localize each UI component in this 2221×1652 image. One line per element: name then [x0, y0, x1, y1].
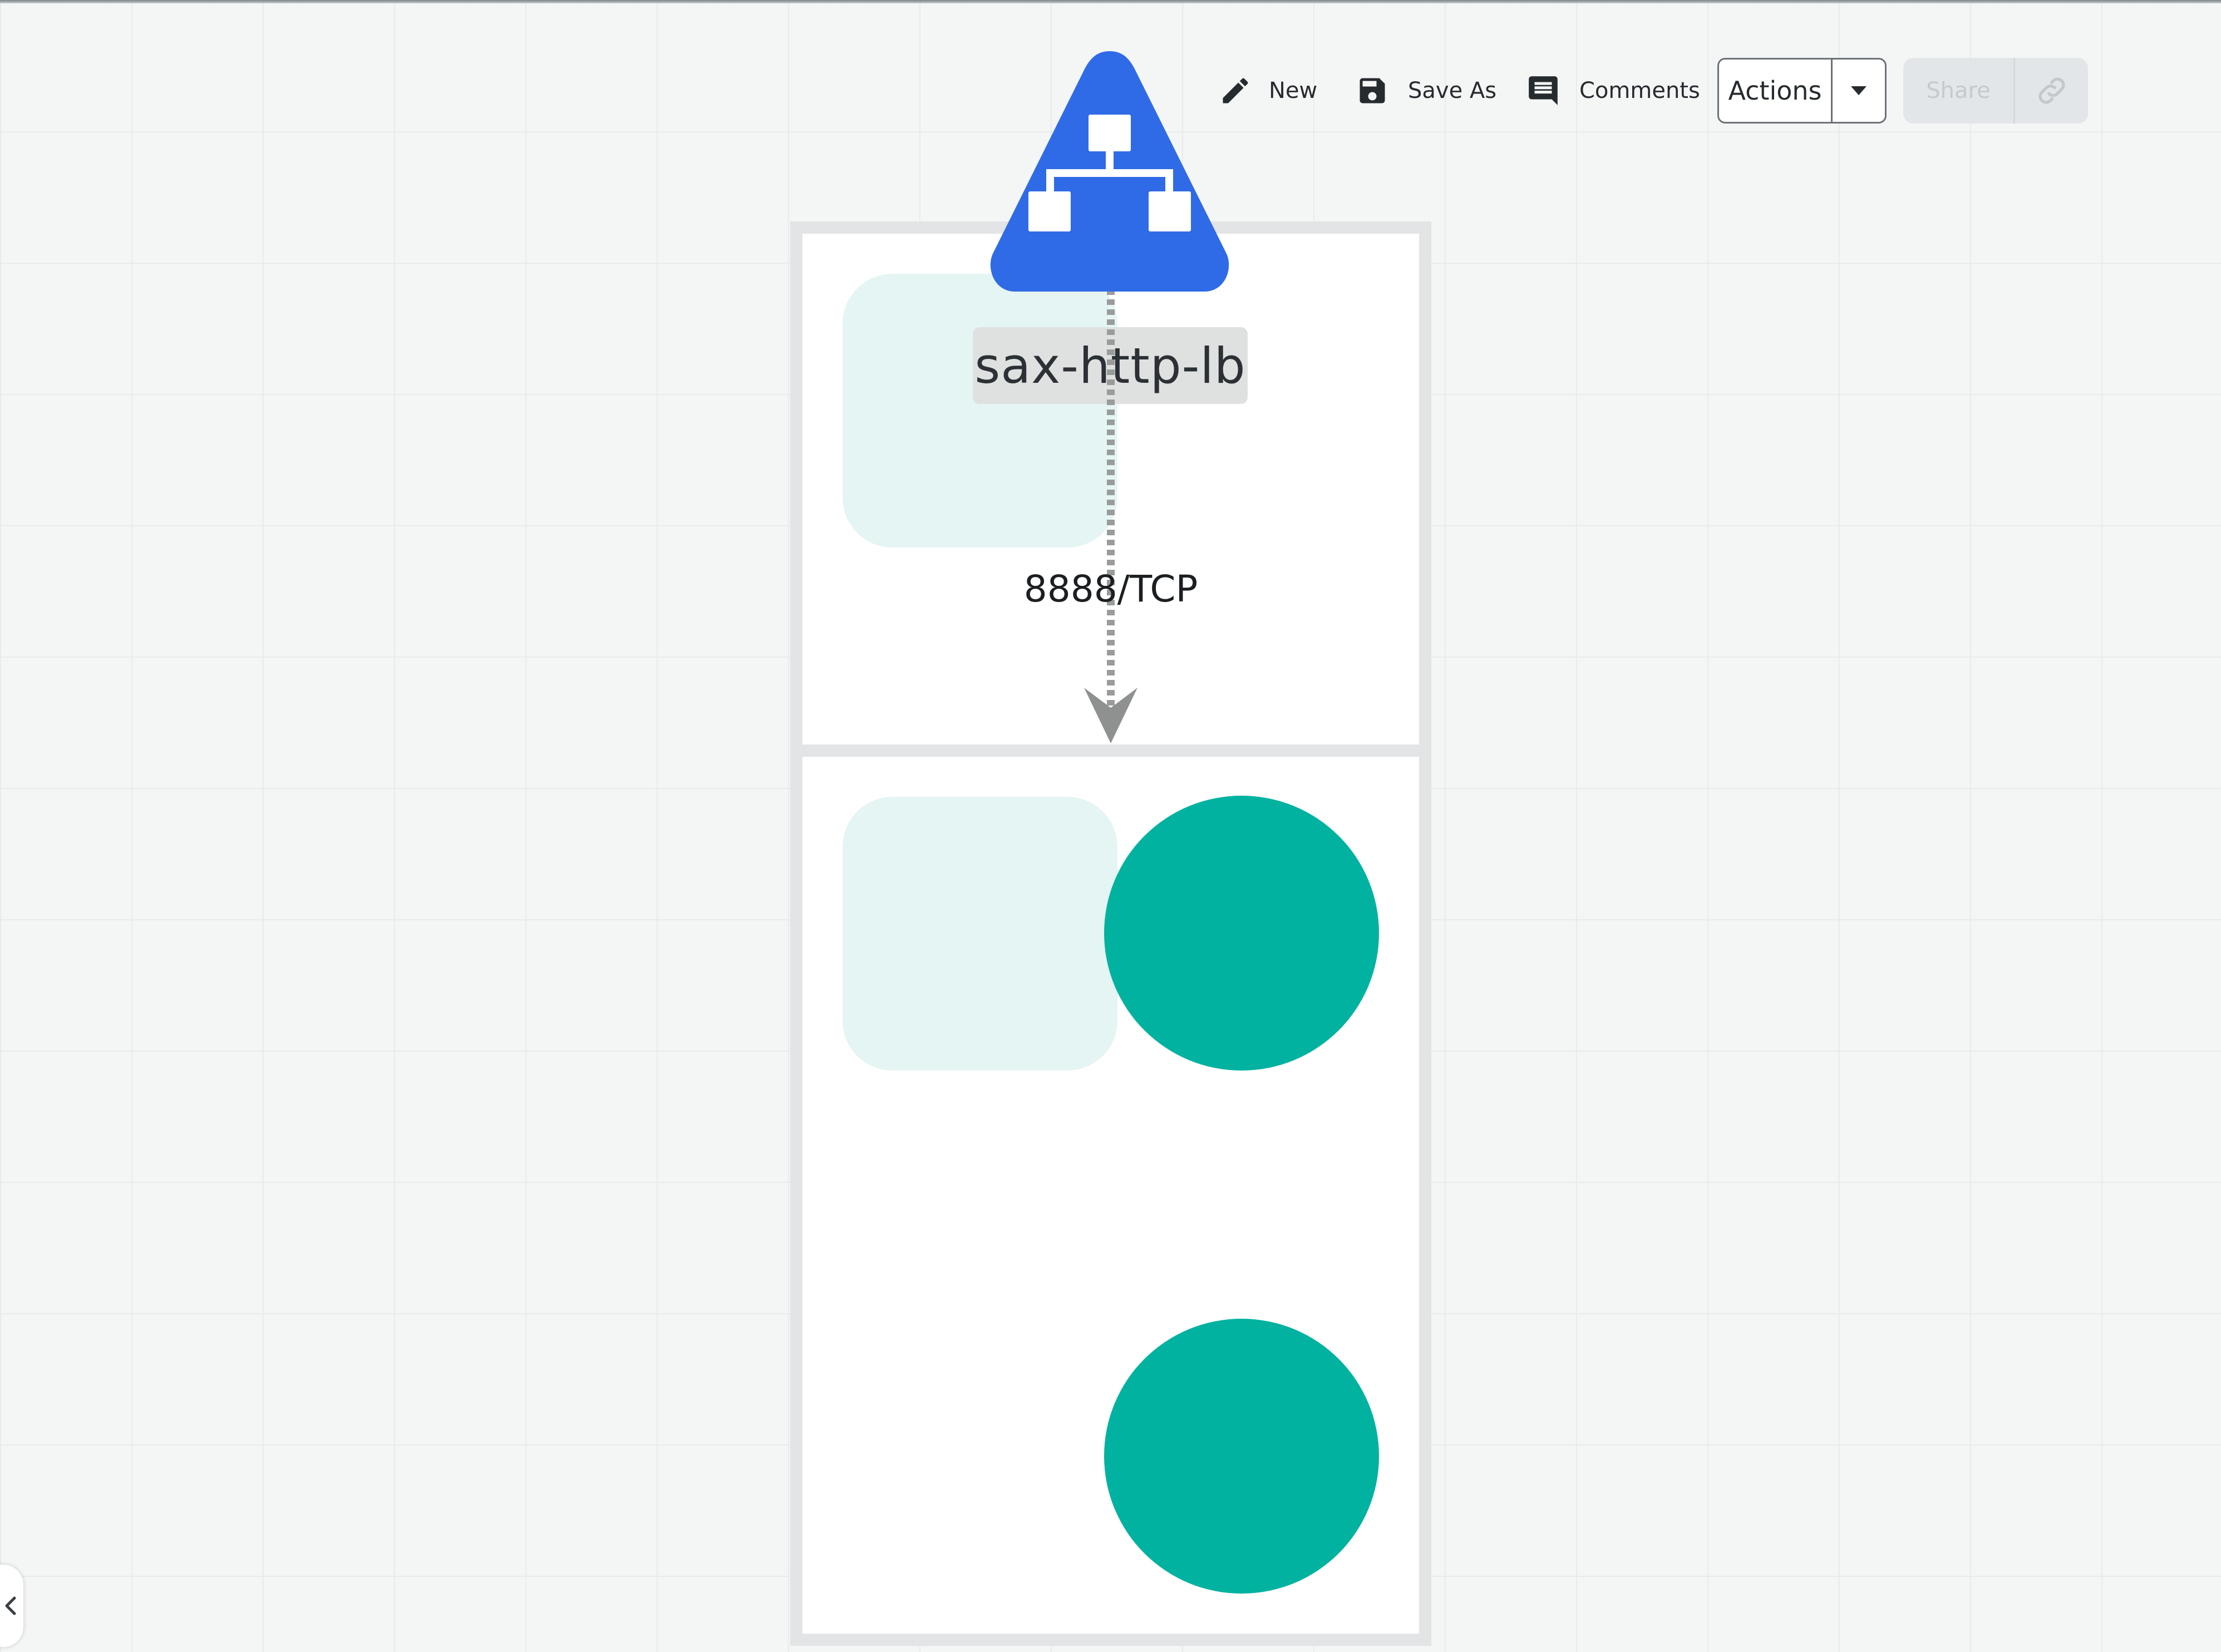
share-button[interactable]: Share — [1903, 58, 2015, 124]
comment-icon — [1529, 76, 1558, 105]
save-as-button-label: Save As — [1408, 78, 1497, 103]
new-button-label: New — [1269, 78, 1318, 103]
network-hierarchy-icon — [1028, 115, 1191, 231]
node-group-bottom[interactable] — [843, 797, 1117, 1071]
copy-link-button[interactable] — [2015, 58, 2088, 124]
chevron-left-icon — [5, 1596, 16, 1615]
new-button[interactable]: New — [1219, 71, 1317, 110]
pod-node-1[interactable] — [1104, 796, 1379, 1071]
window-top-edge — [0, 0, 2221, 3]
link-icon — [2038, 77, 2065, 104]
pod-node-2[interactable] — [1104, 1319, 1379, 1594]
sidebar-collapse-tab[interactable] — [0, 1565, 23, 1647]
actions-button[interactable]: Actions — [1719, 60, 1833, 122]
connection-arrowhead — [1084, 688, 1137, 743]
actions-dropdown[interactable]: Actions — [1717, 58, 1887, 124]
pencil-icon — [1223, 78, 1248, 103]
save-as-button[interactable]: Save As — [1356, 71, 1496, 110]
connection-port-label: 8888/TCP — [1023, 567, 1198, 610]
actions-caret-button[interactable] — [1833, 60, 1885, 122]
comments-button-label: Comments — [1579, 78, 1700, 103]
share-group: Share — [1903, 58, 2088, 124]
caret-down-icon — [1851, 86, 1867, 95]
comments-button[interactable]: Comments — [1526, 71, 1700, 110]
toolbar: New Save As Comments Actions Share — [0, 0, 2221, 145]
floppy-disk-icon — [1360, 78, 1385, 103]
node-group-top[interactable] — [843, 274, 1117, 548]
load-balancer-node[interactable] — [982, 40, 1238, 296]
